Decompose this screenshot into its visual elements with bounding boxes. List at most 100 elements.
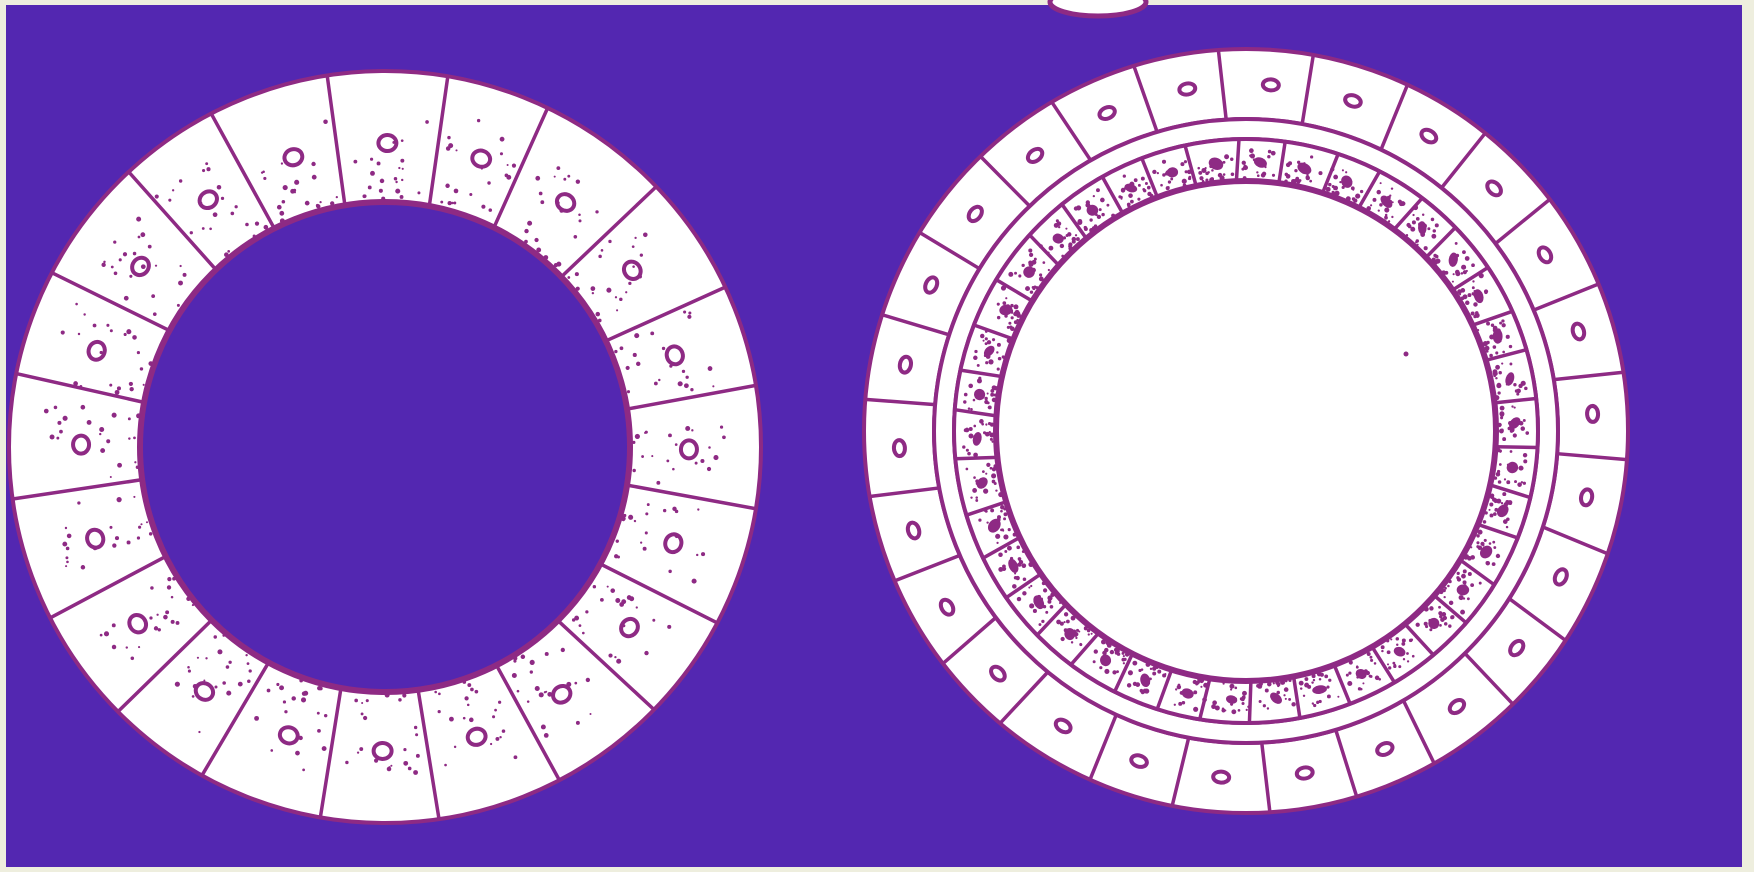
inner-ring-granule [1356,676,1359,679]
inner-ring-granule [1028,587,1030,589]
outer-ring-granule [381,197,385,201]
inner-ring-granule [1242,691,1247,696]
inner-ring-granule [1465,301,1469,305]
inner-ring-granule [1229,684,1234,689]
inner-ring-granule [1064,628,1068,632]
outer-ring-granule [449,717,454,722]
outer-ring-granule [226,691,231,696]
inner-ring-granule [1075,637,1077,639]
inner-ring-granule [1022,550,1025,553]
outer-ring-granule [556,201,560,205]
outer-ring-granule [434,691,437,694]
inner-ring-granule [1091,633,1093,635]
inner-ring-granule [979,482,983,486]
outer-ring-granule [138,236,141,239]
inner-ring-granule [992,398,997,403]
inner-ring-granule [1304,683,1309,688]
inner-ring-granule [1042,581,1046,585]
inner-ring-granule [1039,244,1043,248]
outer-ring-granule [540,200,544,204]
outer-ring-granule [425,120,429,124]
inner-ring-granule [1061,637,1065,641]
outer-ring-granule [56,437,59,440]
outer-ring-granule [117,497,122,502]
inner-ring-granule [1125,652,1130,657]
outer-ring-granule [413,770,418,775]
outer-ring-granule [674,533,679,538]
inner-ring-granule [1501,363,1503,365]
inner-ring-granule [1406,652,1409,655]
inner-ring-granule [1048,601,1051,604]
inner-ring-granule [1031,268,1036,273]
inner-ring-granule [1463,569,1467,573]
inner-ring-granule [1460,610,1465,615]
outer-ring-granule [454,746,456,748]
outer-ring-granule [119,258,122,261]
inner-ring-granule [1079,643,1082,646]
outer-ring-granule [146,521,148,523]
outer-ring-granule [316,204,320,208]
inner-ring-granule [1433,618,1435,620]
outer-ring-granule [217,185,222,190]
outer-ring-granule [541,725,546,730]
inner-ring-granule [1456,254,1460,258]
outer-ring-granule [81,405,86,410]
inner-ring-granule [1127,203,1131,207]
inner-ring-granule [1482,544,1484,546]
outer-ring-granule [619,298,622,301]
inner-ring-granule [1005,297,1007,299]
inner-ring-granule [1450,615,1454,619]
inner-ring-granule [1463,584,1466,587]
outer-ring-granule [415,733,418,736]
outer-ring-granule [417,191,420,194]
inner-ring-granule [1123,655,1125,657]
outer-ring-granule [62,542,67,547]
inner-ring-granule [1494,395,1499,400]
inner-ring-granule [1301,169,1306,174]
inner-ring-granule [1422,223,1427,228]
inner-ring-granule [1128,670,1133,675]
inner-ring-granule [1014,576,1018,580]
inner-ring-granule [1002,530,1004,532]
outer-ring-granule [123,252,127,256]
inner-ring-granule [1146,662,1151,667]
outer-ring-granule [527,221,532,226]
inner-ring-granule [1296,180,1300,184]
inner-ring-granule [986,463,990,467]
outer-ring-granule [113,241,116,244]
inner-ring-granule [1513,383,1516,386]
inner-ring-granule [1121,658,1125,662]
inner-ring-granule [1471,263,1475,267]
inner-ring-granule [1513,463,1515,465]
outer-ring-granule [545,691,547,693]
inner-ring-granule [1468,293,1472,297]
inner-ring-granule [1072,240,1076,244]
inner-ring-granule [1284,687,1289,692]
inner-ring-granule [1510,373,1513,376]
inner-ring-granule [984,400,988,404]
outer-ring-granule [627,595,632,600]
inner-ring-granule [1117,652,1121,656]
inner-ring-granule [968,407,971,410]
outer-ring-granule [469,193,472,196]
outer-ring-granule [521,655,526,660]
inner-ring-granule [1316,701,1319,704]
inner-ring-granule [1223,173,1226,176]
inner-ring-granule [1387,663,1389,665]
inner-ring-granule [973,453,978,458]
outer-ring-granule [640,542,642,544]
outer-ring-granule [644,651,648,655]
inner-ring-granule [1470,546,1472,548]
outer-ring-granule [192,695,195,698]
inner-ring-granule [1461,574,1466,579]
outer-ring-granule [455,149,457,151]
inner-ring-granule [1477,329,1479,331]
outer-ring-granule [598,255,602,259]
outer-ring-granule [323,119,328,124]
outer-ring-granule [668,570,671,573]
outer-ring-granule [100,351,103,354]
outer-ring-granule [492,715,495,718]
outer-ring-granule [167,585,171,589]
inner-ring-cell-wall [955,457,997,458]
inner-ring-granule [1490,513,1494,517]
